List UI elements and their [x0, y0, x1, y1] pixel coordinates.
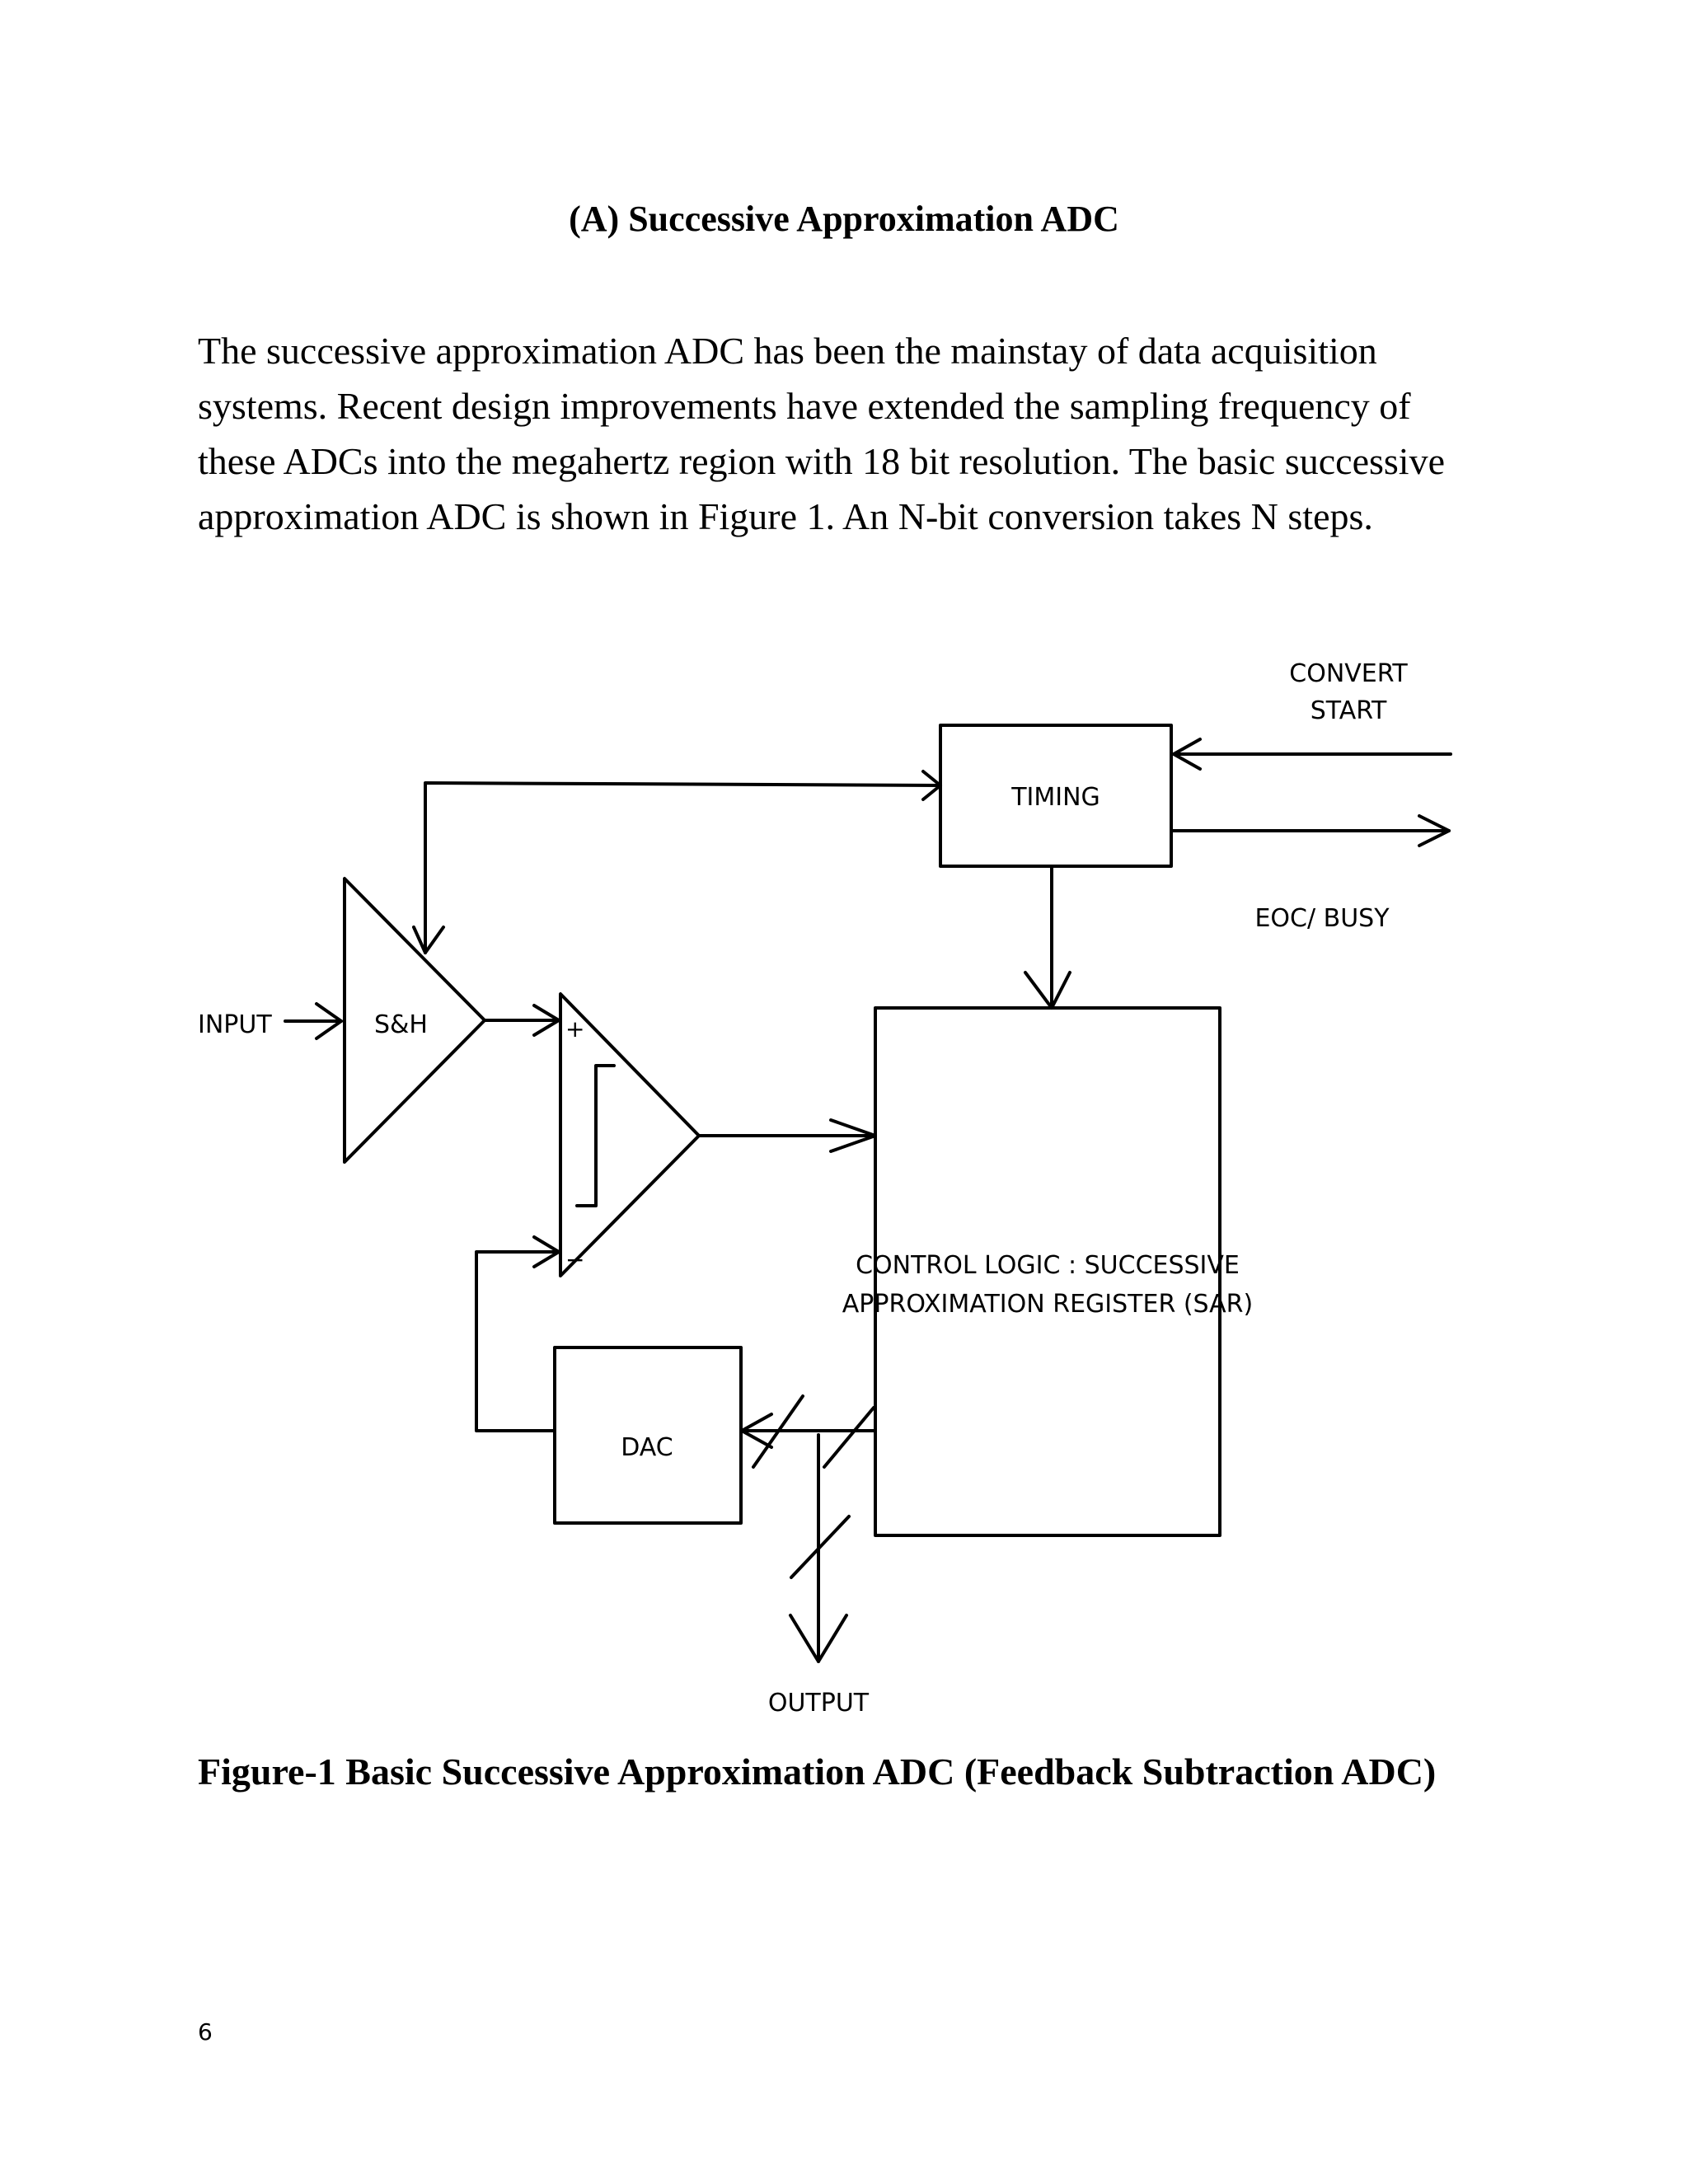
dac-feedback-arrowhead [532, 1235, 560, 1268]
sar-label-line1: CONTROL LOGIC : SUCCESSIVE [856, 1251, 1240, 1280]
sh-to-comparator-arrowhead [532, 1004, 560, 1037]
bus-slash-2 [823, 1406, 875, 1469]
section-title: (A) Successive Approximation ADC [569, 199, 1119, 239]
comparator-plus-sign: + [565, 1015, 584, 1043]
timing-label: TIMING [1010, 783, 1100, 812]
sar-to-dac-arrowhead [740, 1413, 773, 1449]
sample-hold-triangle [343, 877, 486, 1164]
dac-feedback-wire [475, 1250, 560, 1432]
timing-to-sar-arrowhead [1024, 971, 1071, 1010]
paragraph-line: approximation ADC is shown in Figure 1. … [198, 495, 1373, 537]
start-label: START [1311, 696, 1387, 725]
sample-hold-label: S&H [374, 1010, 428, 1039]
sar-block [874, 1006, 1221, 1537]
paragraph-line: The successive approximation ADC has bee… [198, 330, 1377, 372]
input-label: INPUT [198, 1010, 272, 1039]
dac-label: DAC [621, 1433, 673, 1462]
figure-caption: Figure-1 Basic Successive Approximation … [198, 1750, 1437, 1793]
timing-to-sh-wire [424, 781, 942, 954]
timing-block [939, 724, 1173, 868]
dac-block [553, 1346, 743, 1525]
output-arrowhead [789, 1614, 848, 1663]
paragraph-line: systems. Recent design improvements have… [198, 385, 1411, 427]
comparator-triangle [559, 992, 701, 1277]
eoc-busy-label: EOC/ BUSY [1254, 904, 1390, 933]
comparator-to-sar-arrowhead [829, 1118, 877, 1153]
page-number: 6 [198, 2018, 213, 2046]
comparator-minus-sign: − [565, 1246, 584, 1273]
input-arrowhead [315, 1002, 343, 1040]
timing-left-arrowhead [921, 770, 942, 801]
sh-control-arrowhead [412, 926, 445, 954]
bus-slash-3 [790, 1515, 851, 1579]
comparator-hysteresis-symbol [575, 1064, 616, 1207]
bus-slash-1 [752, 1394, 804, 1469]
convert-start-arrowhead [1172, 738, 1202, 771]
body-paragraph: The successive approximation ADC has bee… [198, 323, 1500, 544]
paragraph-line: these ADCs into the megahertz region wit… [198, 440, 1445, 482]
convert-label: CONVERT [1289, 659, 1408, 688]
sar-label-line2: APPROXIMATION REGISTER (SAR) [842, 1290, 1253, 1319]
output-label: OUTPUT [768, 1689, 870, 1718]
eoc-busy-arrowhead [1418, 814, 1451, 847]
